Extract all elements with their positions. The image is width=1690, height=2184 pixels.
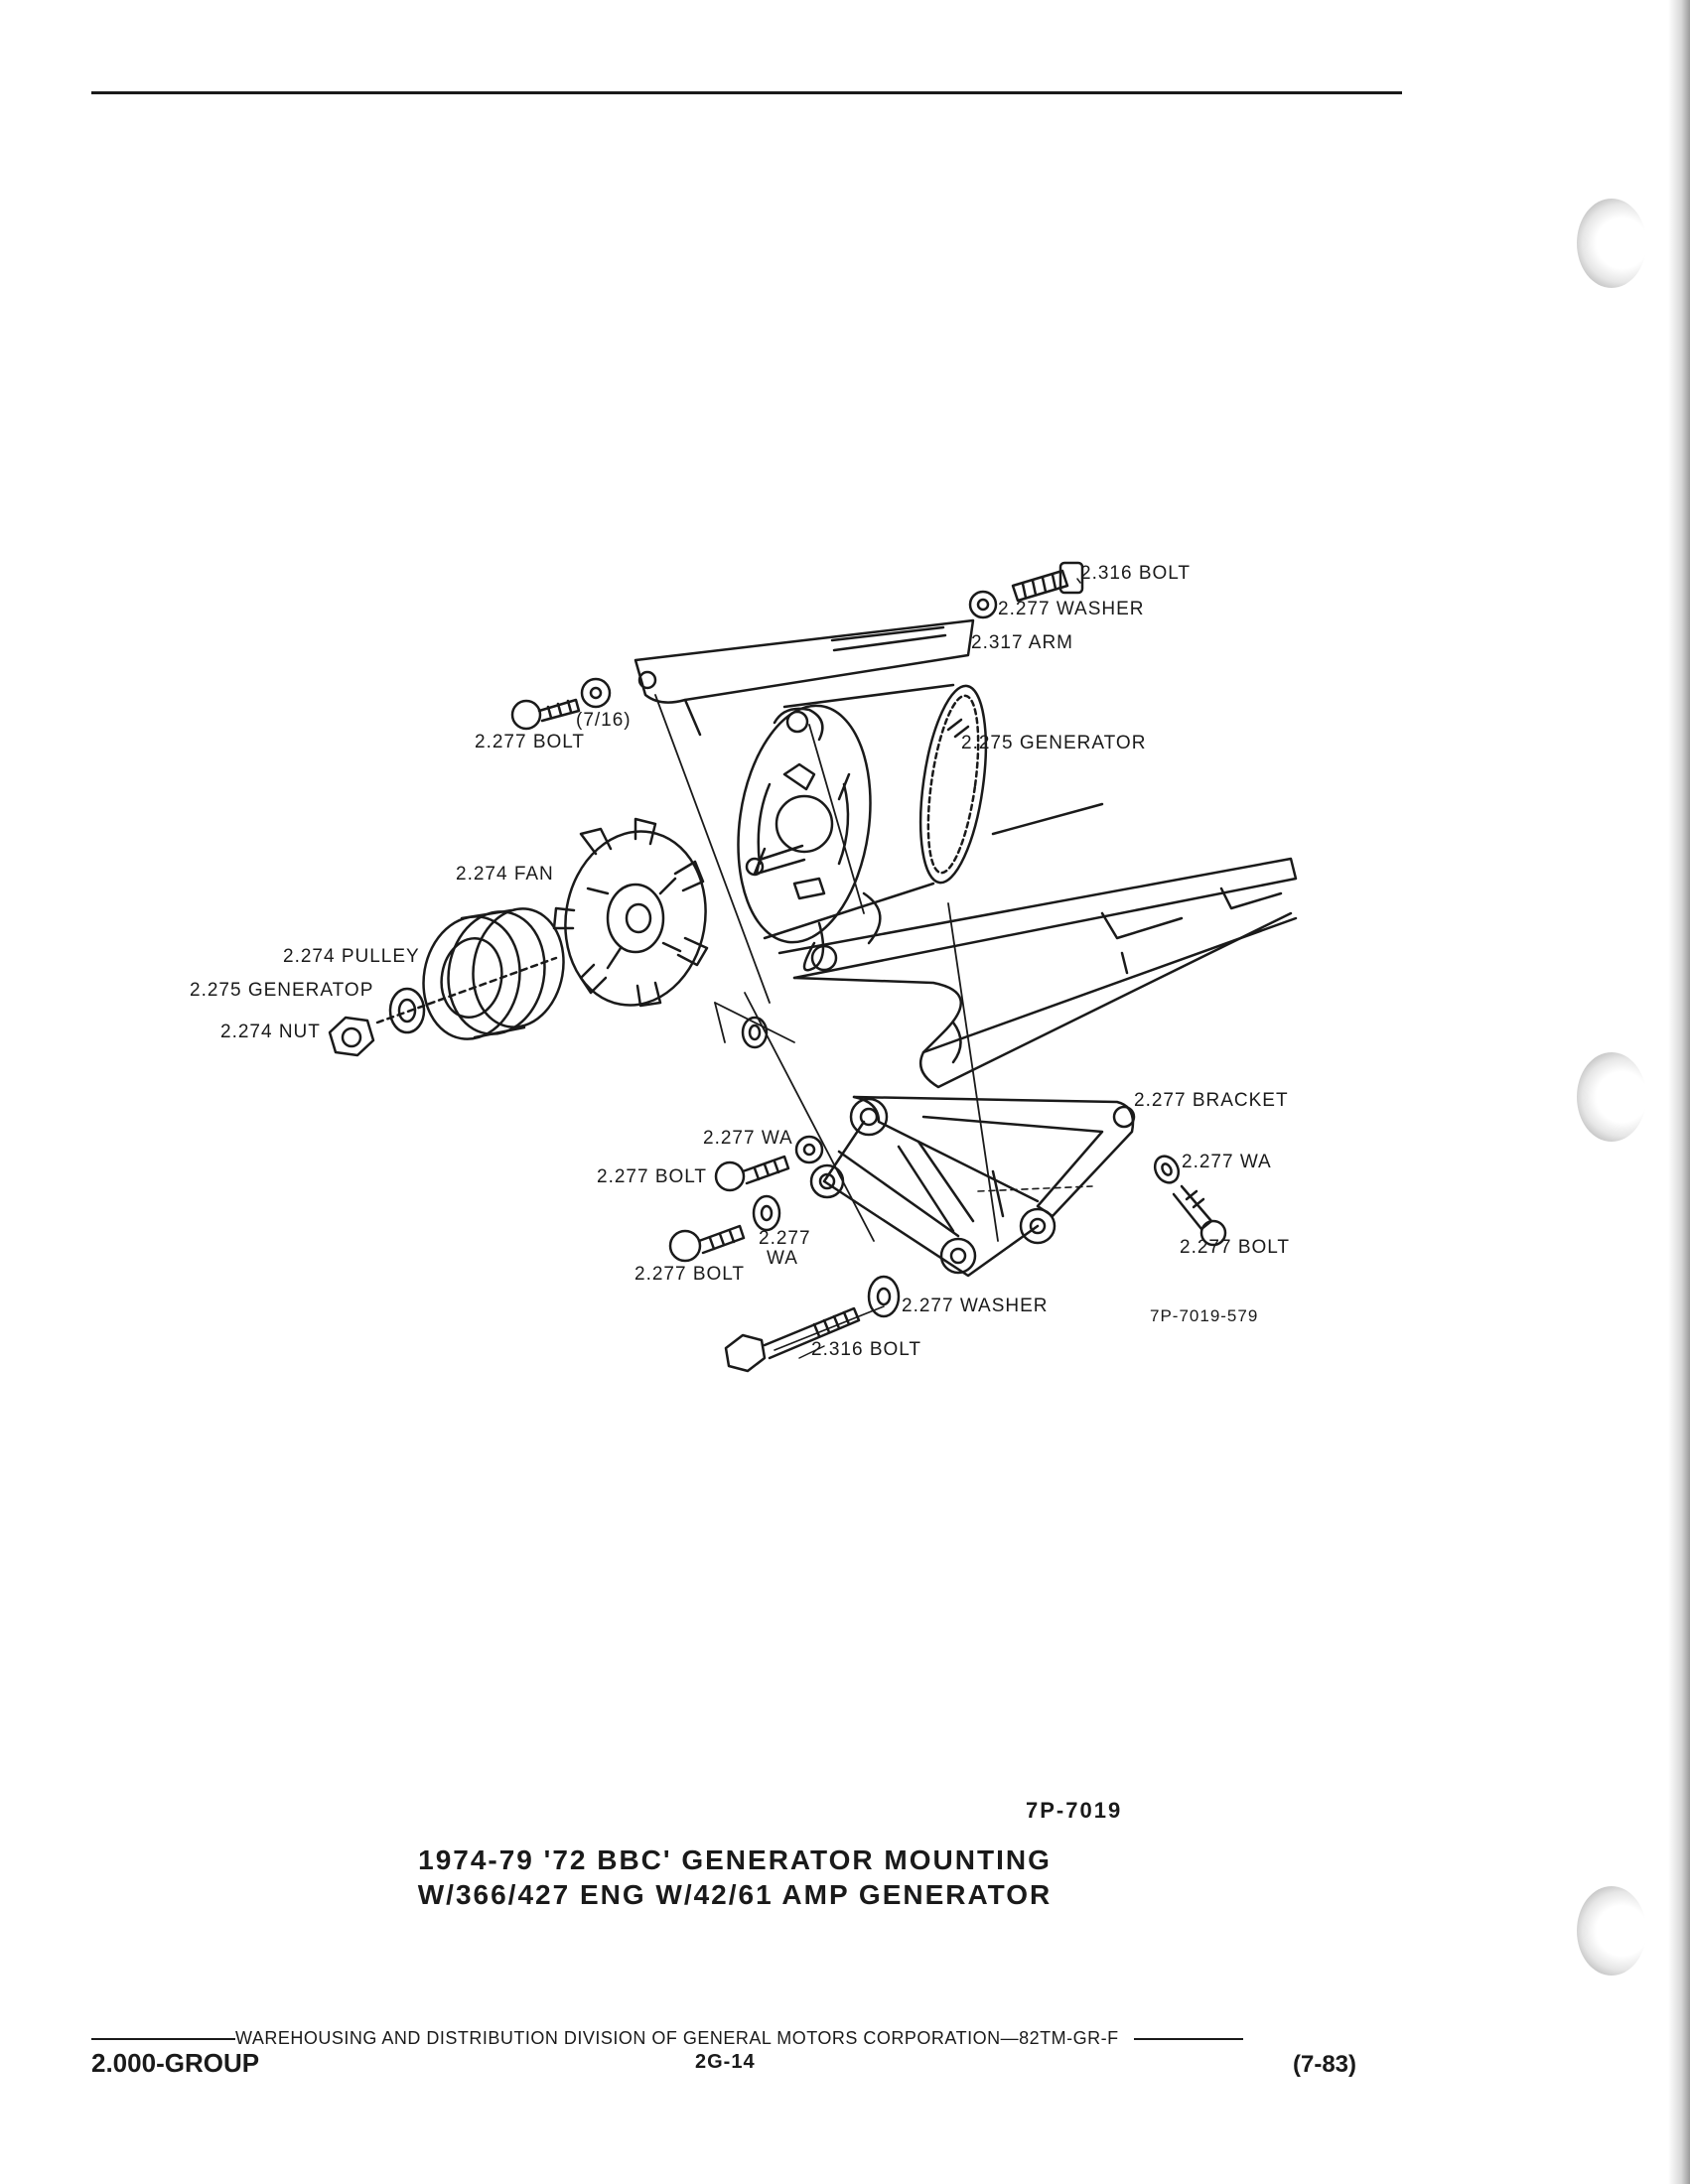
binder-hole-bottom	[1577, 1886, 1646, 1976]
label-wa-mid-1: 2.277	[759, 1228, 811, 1249]
label-pulley: 2.274 PULLEY	[283, 946, 420, 967]
bottom-bolt-and-washer	[724, 1275, 901, 1373]
label-nut: 2.274 NUT	[220, 1022, 321, 1042]
label-fan: 2.274 FAN	[456, 864, 554, 885]
bracket-spacer-washer	[741, 1016, 769, 1049]
footer-date: (7-83)	[1293, 2051, 1357, 2078]
label-bottom-bolt: 2.316 BOLT	[811, 1339, 922, 1360]
label-bolt-mid-left: 2.277 BOLT	[597, 1166, 708, 1187]
label-wa-left: 2.277 WA	[703, 1128, 793, 1149]
label-wa-right: 2.277 WA	[1182, 1152, 1272, 1172]
label-bolt-right: 2.277 BOLT	[1180, 1237, 1291, 1258]
shaft-centerline	[375, 956, 558, 1024]
footer-publisher: WAREHOUSING AND DISTRIBUTION DIVISION OF…	[235, 2028, 1119, 2048]
label-left-bolt: 2.277 BOLT	[475, 732, 586, 752]
label-top-washer: 2.277 WASHER	[998, 599, 1145, 619]
label-arm: 2.317 ARM	[971, 632, 1073, 653]
drawing-number: 7P-7019-579	[1150, 1306, 1259, 1325]
label-top-bolt: 2.316 BOLT	[1080, 563, 1192, 584]
figure-code: 7P-7019	[1026, 1798, 1123, 1823]
footer-group: 2.000-GROUP	[91, 2048, 260, 2078]
label-bolt-lower-left: 2.277 BOLT	[634, 1264, 746, 1285]
label-bracket: 2.277 BRACKET	[1134, 1090, 1289, 1111]
label-pulley-generator: 2.275 GENERATOP	[190, 980, 374, 1001]
generator	[737, 683, 988, 972]
arm-left-bolt-and-washer	[510, 677, 612, 731]
bracket-lower-left-bolt	[668, 1194, 781, 1263]
footer-publisher-line: WAREHOUSING AND DISTRIBUTION DIVISION OF…	[91, 2028, 1362, 2049]
caption-line-1: 1974-79 '72 BBC' GENERATOR MOUNTING	[418, 1844, 1052, 1875]
adjusting-arm	[634, 618, 975, 737]
pulley-nut-and-washer	[328, 987, 426, 1057]
label-left-bolt-size: (7/16)	[576, 710, 632, 731]
bracket-upper-left-bolt	[714, 1135, 824, 1192]
bracket-right-bolt	[1153, 1155, 1227, 1247]
mounting-bracket	[809, 1095, 1136, 1278]
label-generator: 2.275 GENERATOR	[961, 733, 1147, 753]
engine-valve-cover	[777, 802, 1298, 1089]
fan	[552, 817, 709, 1008]
top-bolt-and-washer	[968, 561, 1084, 619]
pulley	[422, 907, 565, 1040]
page-edge	[1668, 0, 1690, 2184]
label-wa-mid-2: WA	[767, 1248, 798, 1269]
footer-page-number: 2G-14	[695, 2051, 756, 2073]
caption-line-2: W/366/427 ENG W/42/61 AMP GENERATOR	[417, 1879, 1053, 1910]
label-bottom-washer: 2.277 WASHER	[902, 1296, 1049, 1316]
top-rule	[91, 91, 1402, 94]
binder-hole-middle	[1577, 1052, 1646, 1142]
binder-hole-top	[1577, 199, 1646, 288]
